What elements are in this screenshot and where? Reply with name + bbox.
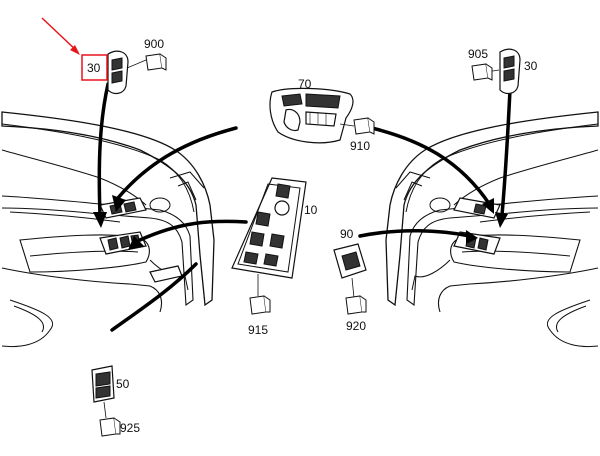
callout-30-left: 30 xyxy=(87,61,101,75)
part-50-switch xyxy=(91,365,115,419)
connector-900 xyxy=(145,53,167,71)
part-70-seat-switch xyxy=(269,87,355,144)
connector-920 xyxy=(345,295,367,315)
callout-920: 920 xyxy=(346,319,366,333)
callout-905: 905 xyxy=(468,47,488,61)
callout-925: 925 xyxy=(120,421,140,435)
highlight-arrowhead xyxy=(70,45,80,55)
callout-50: 50 xyxy=(116,377,130,391)
callout-900: 900 xyxy=(144,37,164,51)
highlight-box xyxy=(81,54,108,81)
connector-925 xyxy=(99,417,121,437)
part-30-right-switch xyxy=(485,48,521,95)
callout-10: 10 xyxy=(304,203,318,217)
part-90-switch xyxy=(333,243,367,299)
connector-905 xyxy=(471,63,493,81)
connector-910 xyxy=(353,117,375,135)
callout-90: 90 xyxy=(340,227,354,241)
part-30-left-switch xyxy=(107,50,147,95)
callout-910: 910 xyxy=(350,139,370,153)
leader-lines xyxy=(93,82,512,332)
callout-70: 70 xyxy=(298,77,312,91)
right-front-door xyxy=(385,111,599,348)
callout-30-right: 30 xyxy=(524,59,538,73)
callout-915: 915 xyxy=(248,323,268,337)
highlight-arrow xyxy=(41,17,79,53)
part-10-window-switch xyxy=(231,177,307,296)
connector-915 xyxy=(249,295,271,315)
